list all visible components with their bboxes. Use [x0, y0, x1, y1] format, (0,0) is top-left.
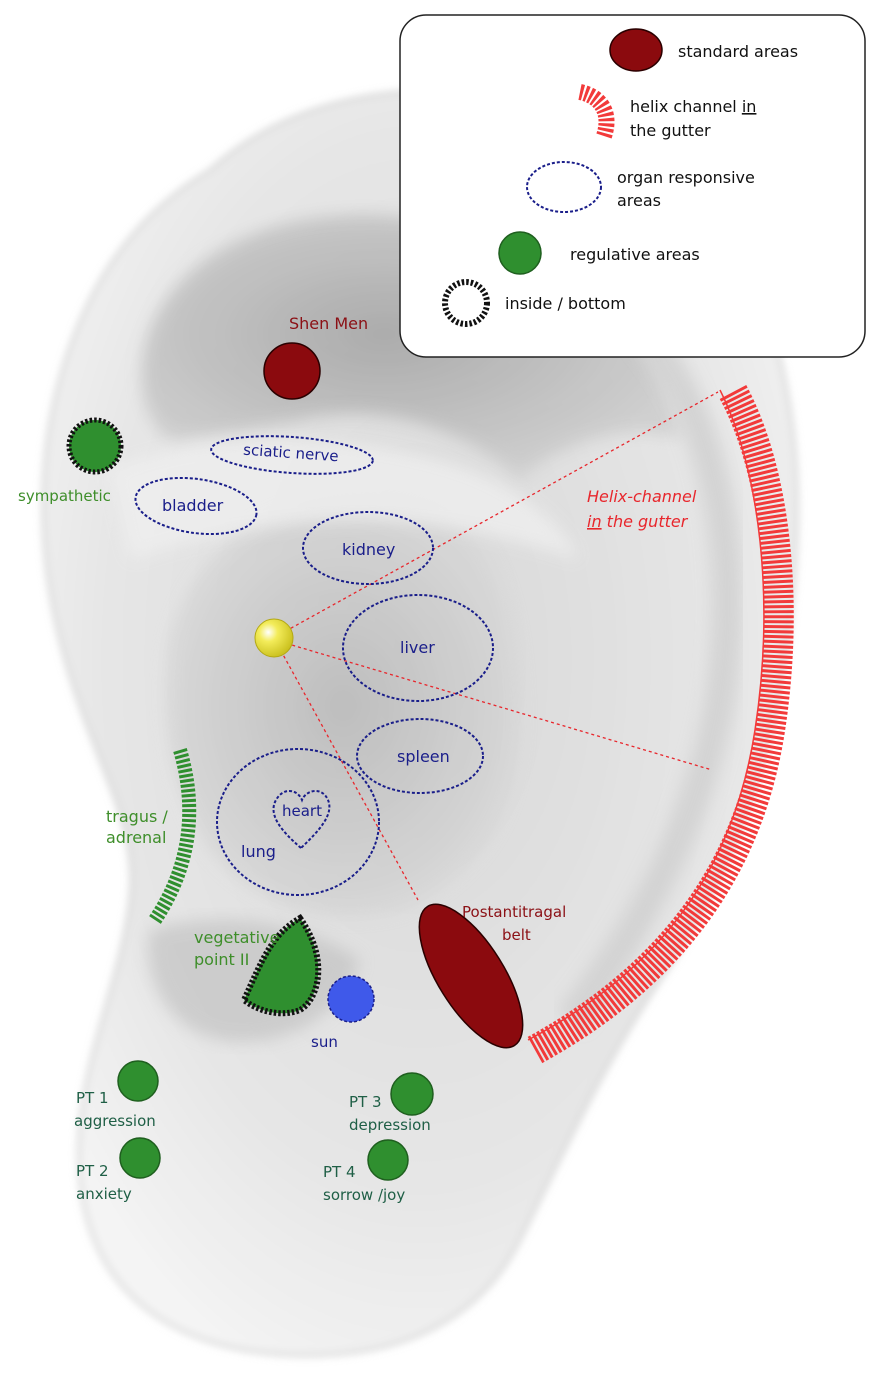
sun-label: sun [311, 1033, 338, 1051]
spleen-area [356, 718, 484, 794]
shen-men-spot [263, 342, 321, 400]
legend-organ-swatch [526, 161, 602, 213]
postantitragal-label-line1: Postantitragal [462, 903, 566, 921]
heart-area [272, 790, 331, 850]
organ-areas [134, 435, 494, 896]
tragus-label-line1: tragus / [106, 807, 168, 826]
projection-line-low [274, 639, 419, 901]
helix-channel-band [527, 384, 794, 1064]
sympathetic: sympathetic [18, 417, 124, 505]
antihelix-highlight [110, 440, 580, 560]
tragus-label-line2: adrenal [106, 828, 166, 847]
vegetative-label-line1: vegetative [194, 928, 279, 947]
helix-channel-label-rest: the gutter [602, 512, 689, 531]
organ-labels: sciatic nerve bladder kidney liver splee… [162, 441, 450, 861]
pt3-label-line2: depression [349, 1116, 431, 1134]
heart-label: heart [282, 802, 322, 820]
legend-standard-swatch [609, 28, 663, 72]
lung-label: lung [241, 842, 276, 861]
sciatic-nerve-area [210, 435, 374, 475]
tragus-adrenal: tragus / adrenal [106, 747, 197, 924]
bladder-label: bladder [162, 496, 224, 515]
pt4-spot [367, 1139, 409, 1181]
pt1-spot [117, 1060, 159, 1102]
helix-channel-label: Helix-channel in the gutter [587, 487, 697, 531]
sympathetic-spot [66, 417, 124, 475]
projection-line-mid [274, 639, 713, 771]
legend-standard-label: standard areas [678, 42, 798, 61]
vegetative-point: vegetative point II [194, 914, 322, 1017]
legend-inside-swatch [442, 279, 490, 327]
helix-channel-label-u: in [587, 512, 602, 531]
helix-channel-label-line2: in the gutter [587, 512, 689, 531]
postantitragal-belt-area [418, 903, 524, 1049]
pt3-label-line1: PT 3 [349, 1093, 382, 1111]
legend-regulative-label: regulative areas [570, 245, 700, 264]
pt1-label-line1: PT 1 [76, 1089, 109, 1107]
ear-illustration [41, 89, 799, 1357]
shen-men-label: Shen Men [289, 314, 368, 333]
legend-helix-text-u: in [742, 97, 757, 116]
concha-shadow [166, 495, 521, 917]
postantitragal-belt: Postantitragal belt [418, 903, 566, 1049]
legend-inside-label: inside / bottom [505, 294, 626, 313]
yellow-reference-point [254, 618, 294, 658]
legend-organ-label-line2: areas [617, 191, 661, 210]
pt-points: PT 1 aggression PT 2 anxiety PT 3 depres… [74, 1060, 434, 1204]
sun-spot [327, 975, 375, 1023]
pt4-label-line1: PT 4 [323, 1163, 356, 1181]
helix-channel-path [527, 384, 794, 1064]
pt4-label-line2: sorrow /joy [323, 1186, 405, 1204]
helix-rim-shadow [558, 320, 743, 1030]
liver-label: liver [400, 638, 435, 657]
postantitragal-label-line2: belt [502, 926, 531, 944]
spleen-label: spleen [397, 747, 450, 766]
legend-helix-text-a: helix channel [630, 97, 742, 116]
vegetative-label-line2: point II [194, 950, 249, 969]
helix-channel-label-line1: Helix-channel [587, 487, 697, 506]
shen-men: Shen Men [263, 314, 368, 400]
kidney-area [302, 511, 434, 585]
projection-line-top [274, 391, 719, 638]
legend-helix-label-line1: helix channel in [630, 97, 756, 116]
legend-helix-label-line2: the gutter [630, 121, 711, 140]
legend-organ-label-line1: organ responsive [617, 168, 755, 187]
pt2-spot [119, 1137, 161, 1179]
kidney-label: kidney [342, 540, 395, 559]
liver-area [342, 594, 494, 702]
pt2-label-line1: PT 2 [76, 1162, 109, 1180]
bladder-area [134, 476, 258, 536]
vegetative-point-area [240, 914, 322, 1017]
sun: sun [311, 975, 375, 1051]
helix-channel-edge-a [527, 389, 765, 1041]
pt3-spot [390, 1072, 434, 1116]
pt1-label-line2: aggression [74, 1112, 156, 1130]
lung-area [216, 748, 380, 896]
legend-regulative-swatch [498, 231, 542, 275]
pt2-label-line2: anxiety [76, 1185, 132, 1203]
sympathetic-label: sympathetic [18, 487, 111, 505]
legend-helix-swatch [577, 84, 615, 139]
projection-lines [274, 391, 719, 901]
tragus-adrenal-band [149, 747, 197, 924]
legend: standard areas helix channel in the gutt… [399, 14, 866, 358]
